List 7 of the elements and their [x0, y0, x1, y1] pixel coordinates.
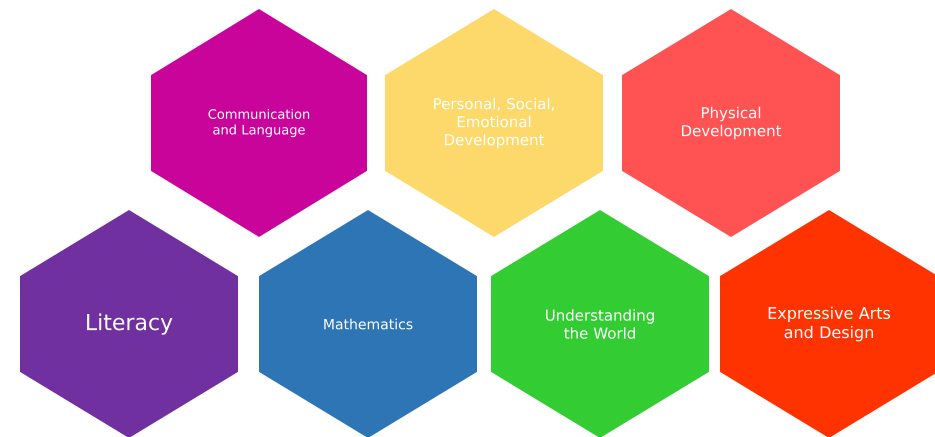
hexagon: Literacy — [20, 210, 238, 437]
hexagon: Personal, Social, Emotional Development — [385, 9, 603, 237]
hexagon: Communication and Language — [151, 9, 367, 237]
hexagon: Mathematics — [259, 210, 477, 437]
hexagon: Expressive Arts and Design — [720, 210, 935, 437]
hexagon: Understanding the World — [491, 210, 709, 437]
hexagon: Physical Development — [622, 9, 840, 237]
